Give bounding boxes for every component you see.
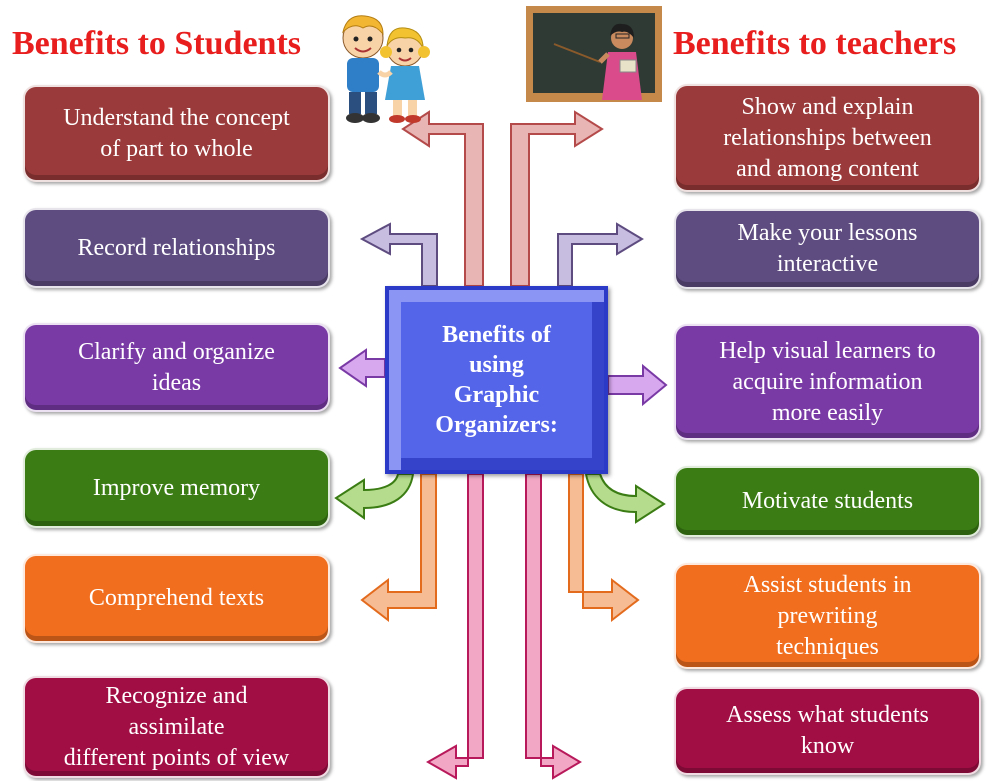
teacher-at-chalkboard-illustration bbox=[526, 6, 662, 102]
central-benefits-box: Benefits of using Graphic Organizers: bbox=[385, 286, 608, 474]
arrow-to-improve-memory bbox=[334, 473, 415, 520]
student-benefit-improve-memory: Improve memory bbox=[23, 448, 330, 528]
student-benefit-understand-concept: Understand the concept of part to whole bbox=[23, 85, 330, 182]
student-benefit-comprehend-texts: Comprehend texts bbox=[23, 554, 330, 643]
arrow-to-make-lessons bbox=[557, 222, 644, 287]
teacher-benefit-motivate-students: Motivate students bbox=[674, 466, 981, 537]
arrow-to-clarify-organize bbox=[338, 348, 386, 388]
heading-benefits-to-students: Benefits to Students bbox=[12, 25, 302, 62]
arrow-to-understand-concept bbox=[401, 110, 484, 287]
teacher-benefit-help-visual-learners: Help visual learners to acquire informat… bbox=[674, 324, 981, 440]
children-illustration bbox=[342, 15, 430, 123]
student-benefit-recognize-assimilate: Recognize and assimilate different point… bbox=[23, 676, 330, 778]
arrow-to-comprehend-texts bbox=[360, 473, 437, 623]
arrow-to-record-relationships bbox=[359, 222, 438, 287]
arrow-to-help-visual bbox=[607, 363, 668, 407]
arrow-to-assist-students bbox=[568, 473, 640, 623]
arrow-to-assess-students bbox=[525, 473, 582, 780]
teacher-benefit-make-lessons-interactive: Make your lessons interactive bbox=[674, 209, 981, 289]
heading-benefits-to-teachers: Benefits to teachers bbox=[673, 25, 957, 62]
student-benefit-clarify-organize: Clarify and organize ideas bbox=[23, 323, 330, 412]
teacher-benefit-assess-students: Assess what students know bbox=[674, 687, 981, 775]
arrow-to-show-explain bbox=[510, 110, 604, 287]
teacher-benefit-show-explain: Show and explain relationships between a… bbox=[674, 84, 981, 192]
student-benefit-record-relationships: Record relationships bbox=[23, 208, 330, 288]
arrow-to-recognize-assimilate bbox=[425, 473, 484, 780]
arrow-to-motivate-students bbox=[584, 473, 666, 524]
teacher-benefit-assist-prewriting: Assist students in prewriting techniques bbox=[674, 563, 981, 669]
